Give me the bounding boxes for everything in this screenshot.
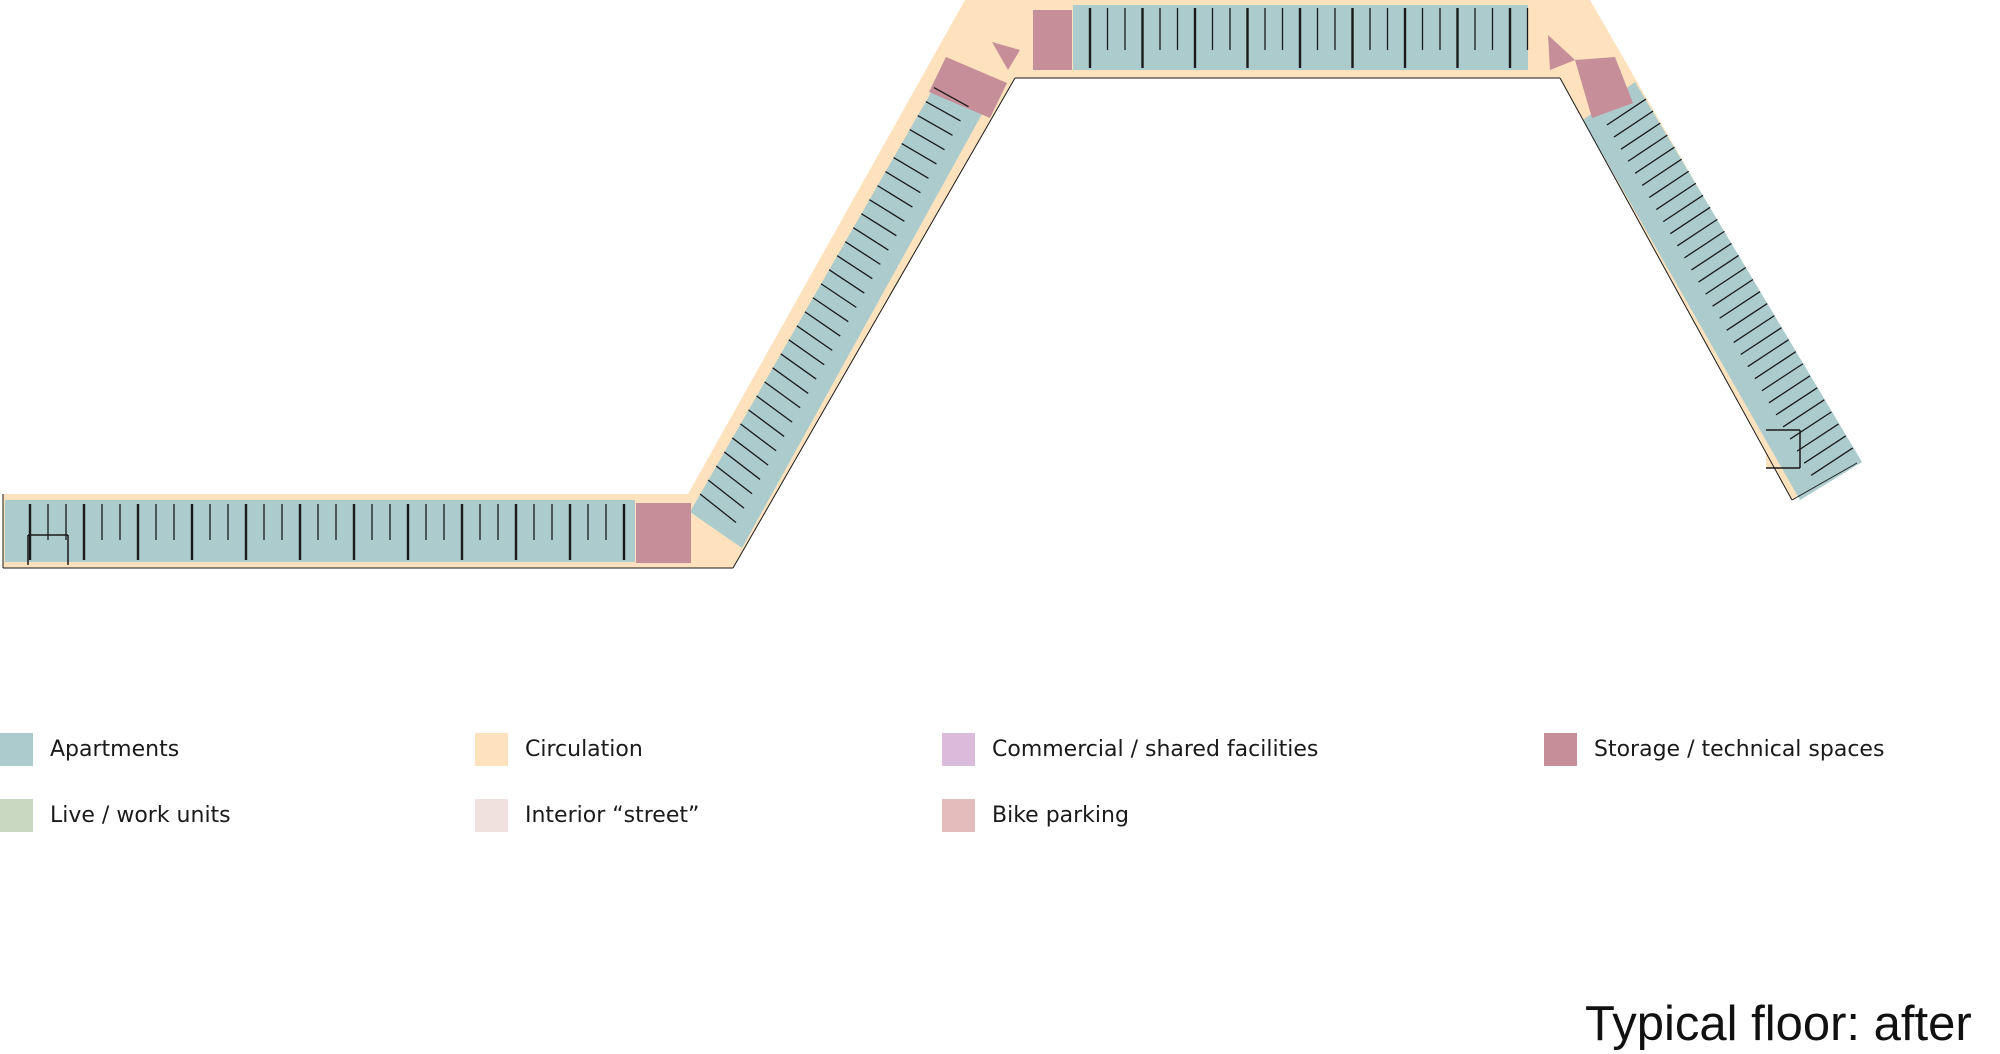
partition-line xyxy=(933,86,969,108)
partition-line xyxy=(756,395,793,423)
partition-line xyxy=(748,409,785,437)
partition-line xyxy=(699,493,737,523)
circulation-areas xyxy=(3,0,1857,568)
partition-line xyxy=(828,269,865,294)
apartments-east-wing xyxy=(1583,82,1862,500)
partition-line xyxy=(925,100,961,122)
partition-line xyxy=(1641,158,1682,186)
unit-partitions xyxy=(2,8,1858,569)
legend-item-circulation: Circulation xyxy=(475,732,643,766)
building-edge xyxy=(1559,77,1793,501)
legend-label-storage: Storage / technical spaces xyxy=(1594,736,1885,762)
legend-label-circulation: Circulation xyxy=(525,736,643,762)
partition-line xyxy=(788,339,825,366)
partition-line xyxy=(731,437,769,466)
partition-line xyxy=(917,114,953,136)
apartments-west-wing xyxy=(5,500,635,562)
legend-swatch-apartments xyxy=(0,732,33,766)
legend-item-live-work: Live / work units xyxy=(0,798,231,832)
partition-line xyxy=(1775,387,1818,416)
partition-line xyxy=(1627,134,1668,162)
partition-line xyxy=(1712,278,1754,307)
storage-west xyxy=(636,503,691,563)
legend-swatch-commercial xyxy=(942,732,975,766)
legend-item-storage: Storage / technical spaces xyxy=(1544,732,1884,766)
partition-line xyxy=(739,423,777,452)
partition-line xyxy=(780,353,817,380)
partition-line xyxy=(1754,351,1797,380)
partition-line xyxy=(764,381,801,409)
legend-item-bike-parking: Bike parking xyxy=(942,798,1129,832)
partition-line xyxy=(1655,182,1697,211)
partition-line xyxy=(901,143,937,165)
building-edge xyxy=(1791,462,1858,501)
partition-line xyxy=(1684,230,1725,259)
legend-label-apartments: Apartments xyxy=(50,736,180,762)
storage-east-top xyxy=(1575,57,1633,118)
partition-line xyxy=(1782,399,1825,428)
floor-plan xyxy=(2,0,1862,569)
partition-line xyxy=(1634,146,1675,174)
partition-line xyxy=(1747,339,1789,368)
partition-line xyxy=(869,199,905,222)
partition-line xyxy=(909,129,945,151)
partition-line xyxy=(1648,170,1690,199)
technical-north-west-corner xyxy=(992,42,1020,70)
partition-line xyxy=(1669,206,1711,235)
partition-line xyxy=(1620,122,1661,150)
legend-swatch-bike-parking xyxy=(942,798,975,832)
legend-item-interior-street: Interior “street” xyxy=(475,798,699,832)
storage-diagonal-top xyxy=(929,57,1007,118)
partition-line xyxy=(1677,218,1718,247)
partition-line xyxy=(1761,363,1804,392)
partition-line xyxy=(877,185,913,208)
partition-line xyxy=(860,213,897,237)
storage-areas xyxy=(636,10,1633,563)
partition-line xyxy=(1768,375,1811,404)
apartments-diagonal-wing xyxy=(690,70,992,548)
partition-line xyxy=(1719,291,1761,319)
partition-line xyxy=(1789,411,1832,440)
partition-line xyxy=(796,325,833,351)
partition-line xyxy=(1726,303,1768,331)
diagram-title: Typical floor: after xyxy=(1585,997,1972,1051)
legend-item-commercial: Commercial / shared facilities xyxy=(942,732,1318,766)
building-edge xyxy=(732,77,1016,569)
partition-line xyxy=(772,367,809,394)
partition-line xyxy=(1796,423,1839,452)
partition-line xyxy=(844,241,881,265)
legend-swatch-live-work xyxy=(0,798,33,832)
legend-label-bike-parking: Bike parking xyxy=(992,802,1129,828)
legend-label-interior-street: Interior “street” xyxy=(525,802,700,828)
partition-line xyxy=(836,255,873,280)
legend-swatch-interior-street xyxy=(475,798,508,832)
partition-line xyxy=(715,465,753,495)
partition-line xyxy=(1803,435,1847,464)
partition-line xyxy=(1740,327,1782,356)
storage-north xyxy=(1033,10,1072,70)
partition-line xyxy=(1698,254,1740,283)
apartment-areas xyxy=(5,5,1862,562)
partition-line xyxy=(812,297,849,323)
legend-swatch-storage xyxy=(1544,732,1577,766)
legend-item-apartments: Apartments xyxy=(0,732,179,766)
partition-line xyxy=(723,451,761,480)
partition-line xyxy=(804,311,841,337)
legend-label-commercial: Commercial / shared facilities xyxy=(992,736,1319,762)
partition-line xyxy=(1606,98,1647,126)
partition-line xyxy=(1613,110,1654,138)
partition-line xyxy=(885,171,921,194)
partition-line xyxy=(893,157,929,179)
technical-north-east-corner xyxy=(1548,35,1575,70)
partition-line xyxy=(1810,447,1854,476)
partition-line xyxy=(1691,242,1732,271)
partition-line xyxy=(1733,315,1775,343)
partition-line xyxy=(707,479,745,509)
legend-label-live-work: Live / work units xyxy=(50,802,231,828)
legend-swatch-circulation xyxy=(475,732,508,766)
partition-line xyxy=(1705,266,1747,295)
partition-line xyxy=(852,227,889,251)
partition-line xyxy=(1662,194,1704,223)
partition-line xyxy=(820,283,857,308)
